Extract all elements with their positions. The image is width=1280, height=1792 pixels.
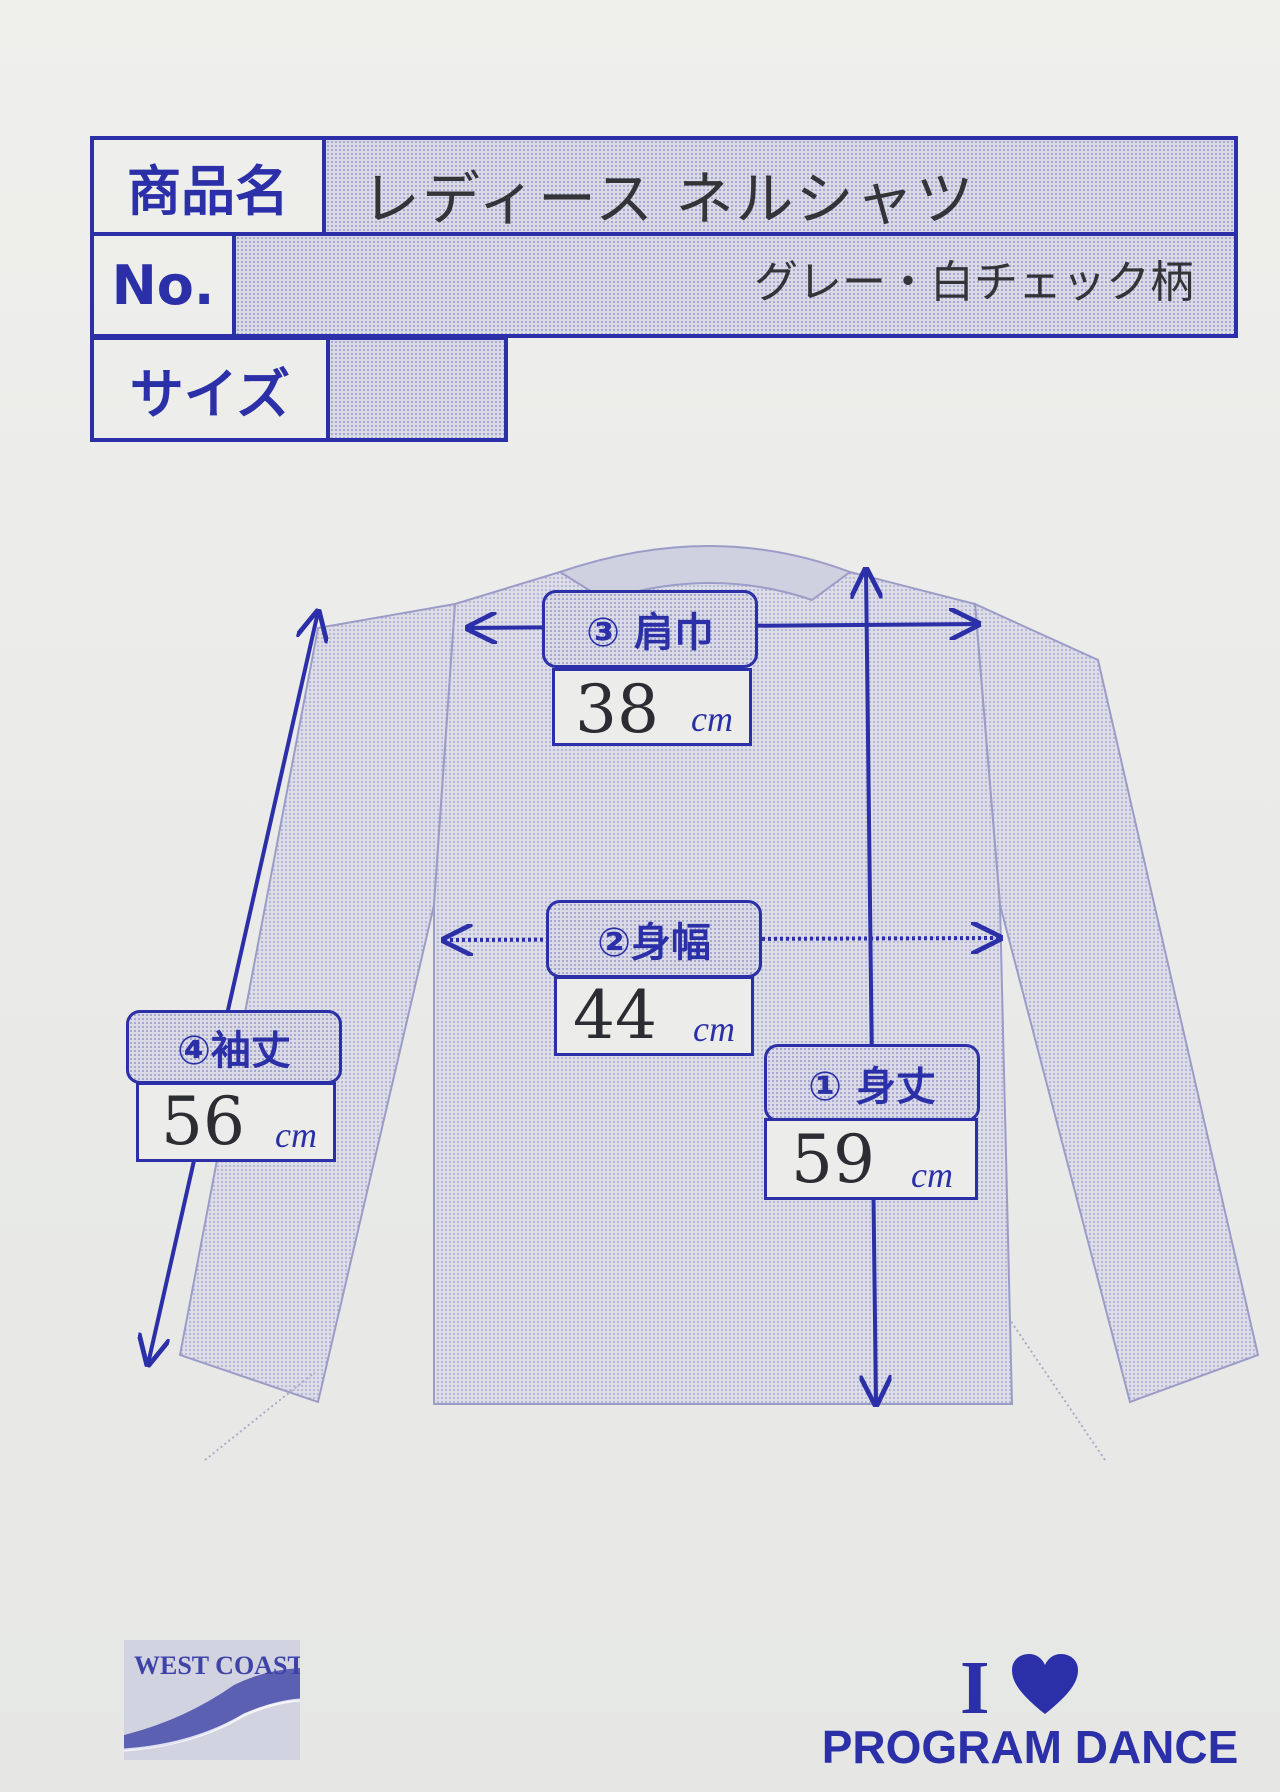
heart-icon: [1012, 1654, 1078, 1714]
body-width-value-box: 44 cm: [554, 976, 754, 1056]
sleeve-value: 56: [161, 1083, 245, 1160]
shoulder-value: 38: [575, 671, 659, 748]
product-name-label: 商品名: [94, 140, 326, 232]
product-name-row: 商品名 レディース ネルシャツ: [90, 136, 1238, 236]
length-unit: cm: [911, 1155, 953, 1195]
sleeve-label: ④袖丈: [126, 1010, 342, 1084]
sleeve-arrow: [148, 612, 318, 1364]
right-sleeve: [973, 602, 1260, 1404]
length-label: ① 身丈: [764, 1044, 980, 1122]
shoulder-unit: cm: [691, 699, 733, 739]
length-arrow: [866, 570, 876, 1404]
product-name-value: レディース ネルシャツ: [362, 165, 976, 233]
sleeve-unit: cm: [275, 1115, 317, 1155]
size-label: サイズ: [94, 340, 330, 438]
program-dance-text: PROGRAM DANCE: [821, 1721, 1239, 1773]
collar: [557, 545, 853, 602]
body-width-label: ②身幅: [546, 900, 762, 978]
program-dance-logo: I PROGRAM DANCE: [800, 1640, 1260, 1780]
body-width-value: 44: [573, 977, 657, 1054]
number-value: グレー・白チェック柄: [754, 257, 1194, 308]
number-field: グレー・白チェック柄: [236, 236, 1234, 334]
shoulder-label: ③ 肩巾: [542, 590, 758, 668]
west-coast-logo: WEST COAST: [123, 1640, 305, 1760]
logo-i: I: [960, 1646, 990, 1730]
left-sleeve: [178, 602, 457, 1404]
size-field: [330, 340, 504, 438]
number-row: No. グレー・白チェック柄: [90, 232, 1238, 338]
west-coast-logo-text: WEST COAST: [134, 1651, 300, 1680]
size-row: サイズ: [90, 336, 508, 442]
product-name-field: レディース ネルシャツ: [326, 140, 1234, 233]
sleeve-value-box: 56 cm: [136, 1082, 336, 1162]
length-value: 59: [791, 1121, 875, 1198]
shoulder-value-box: 38 cm: [552, 668, 752, 746]
length-value-box: 59 cm: [764, 1118, 978, 1200]
number-label: No.: [94, 236, 236, 334]
body-width-unit: cm: [693, 1009, 735, 1049]
